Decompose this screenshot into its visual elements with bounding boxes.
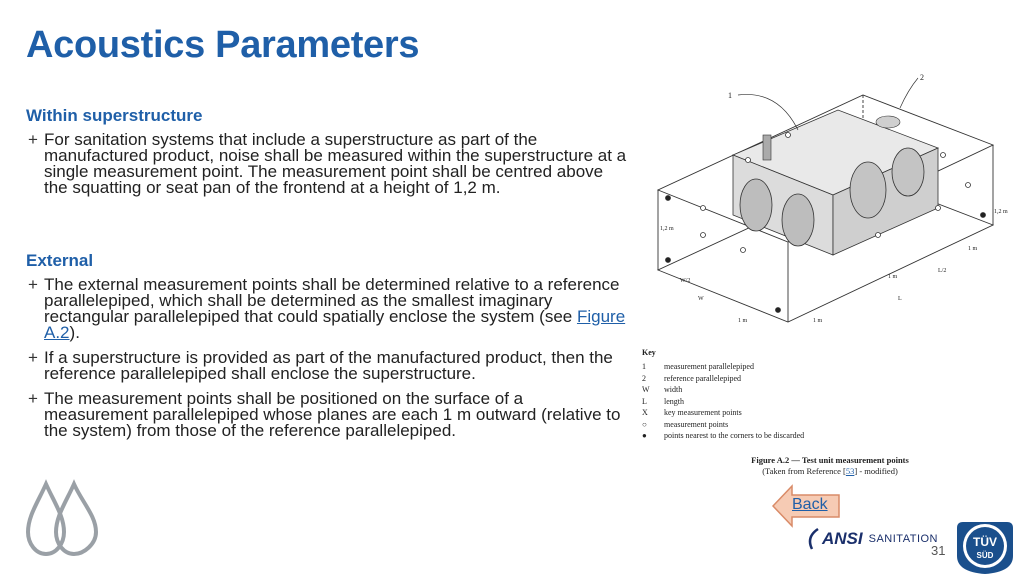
key-symbol: L xyxy=(642,396,647,406)
section-external: External + The external measurement poin… xyxy=(26,251,631,448)
key-row: ● points nearest to the corners to be dis… xyxy=(642,430,804,442)
dim-label: W xyxy=(698,296,704,302)
caption-source: (Taken from Reference [53] - modified) xyxy=(762,466,898,476)
key-symbol: ● xyxy=(642,431,647,441)
bullet-text: The measurement points shall be position… xyxy=(44,389,621,440)
key-symbol: ○ xyxy=(642,419,647,429)
key-text: width xyxy=(664,385,683,395)
key-text: reference parallelepiped xyxy=(664,373,742,383)
bullet-item: + The measurement points shall be positi… xyxy=(26,389,631,440)
bullet-text: For sanitation systems that include a su… xyxy=(44,130,627,197)
key-row: 1 measurement parallelepiped xyxy=(642,361,804,373)
ansi-sanitation-logo: ANSI SANITATION xyxy=(806,527,938,551)
bullet-text: If a superstructure is provided as part … xyxy=(44,348,613,383)
ansi-logo-text: ANSI xyxy=(822,529,863,548)
tuv-sud-logo: TÜV SÜD xyxy=(957,522,1013,574)
page-title: Acoustics Parameters xyxy=(26,24,420,66)
callout-2: 2 xyxy=(920,73,924,82)
figure-labels: 1 2 1,2 m 1,2 m 1 m L/2 1 m W/2 W L 1 m … xyxy=(660,73,1008,324)
plus-bullet-icon: + xyxy=(28,348,38,367)
reference-link[interactable]: 53 xyxy=(845,466,855,476)
dim-label: L/2 xyxy=(938,268,946,274)
dim-label: 1 m xyxy=(968,246,978,252)
ansi-swoosh-icon xyxy=(808,527,819,550)
key-row: ○ measurement points xyxy=(642,419,804,431)
dim-label: W/2 xyxy=(680,278,690,284)
callout-1: 1 xyxy=(728,91,732,100)
key-text: measurement points xyxy=(664,419,729,429)
dim-label: 1 m xyxy=(738,318,748,324)
key-symbol: X xyxy=(642,408,648,418)
callout-leaders xyxy=(737,77,919,131)
figure-caption: Figure A.2 — Test unit measurement point… xyxy=(700,455,960,477)
key-text: key measurement points xyxy=(664,408,742,418)
back-button[interactable]: Back xyxy=(792,496,828,513)
key-title: Key xyxy=(642,348,656,357)
dim-label: L xyxy=(898,296,902,302)
key-text: length xyxy=(664,396,684,406)
tuv-line-1: TÜV xyxy=(973,534,997,549)
section-within-superstructure: Within superstructure + For sanitation s… xyxy=(26,106,631,205)
system-body xyxy=(731,109,940,256)
sanitation-logo-text: SANITATION xyxy=(868,533,938,545)
key-symbol: W xyxy=(642,385,650,395)
caption-title: Figure A.2 — Test unit measurement point… xyxy=(751,455,909,465)
plus-bullet-icon: + xyxy=(28,389,38,408)
bullet-text: The external measurement points shall be… xyxy=(44,275,620,326)
measurement-parallelepiped-figure: 1 2 1,2 m 1,2 m 1 m L/2 1 m W/2 W L 1 m … xyxy=(656,73,1008,324)
bullet-text-suffix: ). xyxy=(69,323,80,342)
tuv-line-2: SÜD xyxy=(977,551,994,560)
figure-key: Key 1 measurement parallelepiped 2 referen… xyxy=(642,348,804,442)
plus-bullet-icon: + xyxy=(28,130,38,149)
page-number: 31 xyxy=(931,543,946,558)
plus-bullet-icon: + xyxy=(28,275,38,294)
key-row: 2 reference parallelepiped xyxy=(642,373,804,385)
back-arrow-icon[interactable] xyxy=(772,484,840,528)
bullet-item: + The external measurement points shall … xyxy=(26,275,631,342)
measurement-points xyxy=(665,132,986,313)
bullet-item: + For sanitation systems that include a … xyxy=(26,130,631,197)
dim-label: 1 m xyxy=(888,274,898,280)
dim-label: 1,2 m xyxy=(994,209,1008,215)
key-text: points nearest to the corners to be disc… xyxy=(664,431,805,441)
bullet-item: + If a superstructure is provided as par… xyxy=(26,348,631,383)
key-text: measurement parallelepiped xyxy=(664,362,754,372)
dim-label: 1 m xyxy=(813,318,823,324)
key-symbol: 2 xyxy=(642,373,646,383)
key-symbol: 1 xyxy=(642,362,646,372)
dim-label: 1,2 m xyxy=(660,226,674,232)
figure-a2-link[interactable]: Figure A.2 xyxy=(44,307,626,342)
water-drops-icon xyxy=(25,479,99,557)
section-heading: Within superstructure xyxy=(26,106,203,125)
section-heading: External xyxy=(26,251,94,270)
